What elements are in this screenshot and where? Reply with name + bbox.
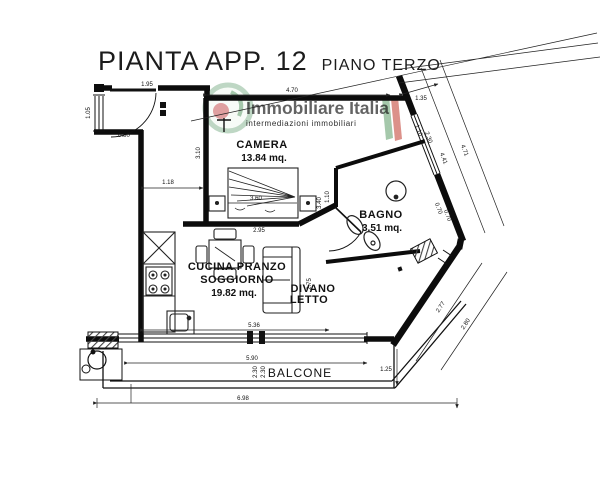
dim-diag-inner: 2.77 (435, 300, 447, 314)
planter (79, 348, 123, 381)
sofa-bed (262, 246, 301, 314)
room-label-living-2: SOGGIORNO (200, 274, 274, 286)
dim-living-height: 2.75 (307, 278, 313, 290)
dim-entry-door: 1.95 (141, 82, 153, 88)
bathroom-sink (385, 180, 407, 202)
room-label-divano-2: LETTO (290, 294, 328, 306)
plan-title-main: PIANTA APP. 12 (98, 46, 308, 76)
dining-table (195, 228, 255, 280)
window-lines (93, 94, 453, 344)
watermark-ribbon-green (382, 96, 393, 140)
dim-balcony-door-h: 2.30 (261, 366, 267, 378)
dim-corridor: 1.18 (162, 180, 174, 186)
plan-title-floor: PIANO TERZO (321, 57, 441, 74)
dim-entry-wall: 0.80 (118, 133, 130, 139)
bed (227, 167, 299, 219)
radiator-symbol (217, 118, 231, 132)
dim-camera-side: 3.40 (317, 197, 323, 209)
wall-end-block (94, 84, 104, 92)
watermark-ribbon-red (391, 97, 402, 141)
room-area-bagno: 3.51 mq. (362, 223, 402, 234)
kitchen-counter (142, 231, 176, 333)
balcony-door-post (259, 331, 265, 344)
dim-left-window: 1.05 (86, 107, 92, 119)
dim-right-len-outer: 4.71 (459, 144, 469, 158)
room-label-bagno: BAGNO (359, 209, 402, 221)
door-stop-dot (397, 266, 403, 272)
dim-living-width: 5.36 (248, 323, 260, 329)
walls-bagno (325, 139, 426, 264)
balcony-door-post (247, 331, 253, 344)
bidet (346, 215, 364, 235)
nightstand (208, 195, 317, 212)
dim-bottom-total: 6.98 (237, 396, 249, 402)
room-area-living: 19.82 mq. (211, 288, 257, 299)
dim-camera-depth: 3.10 (196, 147, 202, 159)
dim-bagno-window-h: 0.70 (442, 209, 452, 223)
dim-bagno-window-w: 0.70 (433, 202, 443, 216)
balcony-outline (102, 300, 467, 389)
dim-right-len-inner: 4.41 (438, 152, 448, 166)
dim-top-width: 4.70 (286, 88, 298, 94)
dim-balcony-right: 1.25 (380, 367, 392, 373)
walls-diagonal (390, 74, 467, 347)
dim-right-window-h: 2.30 (423, 131, 433, 145)
kitchen-sink (166, 310, 195, 335)
watermark-red-dot (213, 103, 229, 119)
dim-right-window-w: 1.10 (413, 124, 423, 138)
dim-bed-width: 3.60 (250, 196, 262, 202)
room-label-living-1: CUCINA PRANZO (188, 261, 286, 273)
dimension-lines (130, 32, 600, 403)
column-hatched-right (409, 238, 439, 264)
plan-title: PIANTA APP. 12 PIANO TERZO (98, 46, 441, 77)
watermark-tagline: intermediazioni immobiliari (246, 119, 356, 128)
dim-top-right: 1.35 (415, 96, 427, 102)
dim-top-right-line (398, 83, 439, 97)
dim-diag-outer: 2.80 (460, 317, 472, 331)
room-label-camera: CAMERA (236, 139, 287, 151)
column-hatched-left (87, 331, 119, 349)
room-label-balcone: BALCONE (268, 366, 332, 380)
dim-balcony-door-w: 2.30 (253, 366, 259, 378)
entry-door (110, 88, 157, 138)
watermark-name: Immobiliare Italia (246, 98, 389, 118)
dim-camera-width: 2.95 (253, 228, 265, 234)
room-area-camera: 13.84 mq. (241, 153, 287, 164)
dim-bottom-total-line (97, 398, 457, 408)
bagno-door (328, 206, 362, 252)
dim-bagno-left: 1.10 (325, 191, 331, 203)
toilet (363, 231, 381, 251)
room-label-divano-1: DIVANO (291, 283, 336, 295)
dim-balcony-width: 5.90 (246, 356, 258, 362)
door-hinge-symbol (160, 102, 166, 116)
